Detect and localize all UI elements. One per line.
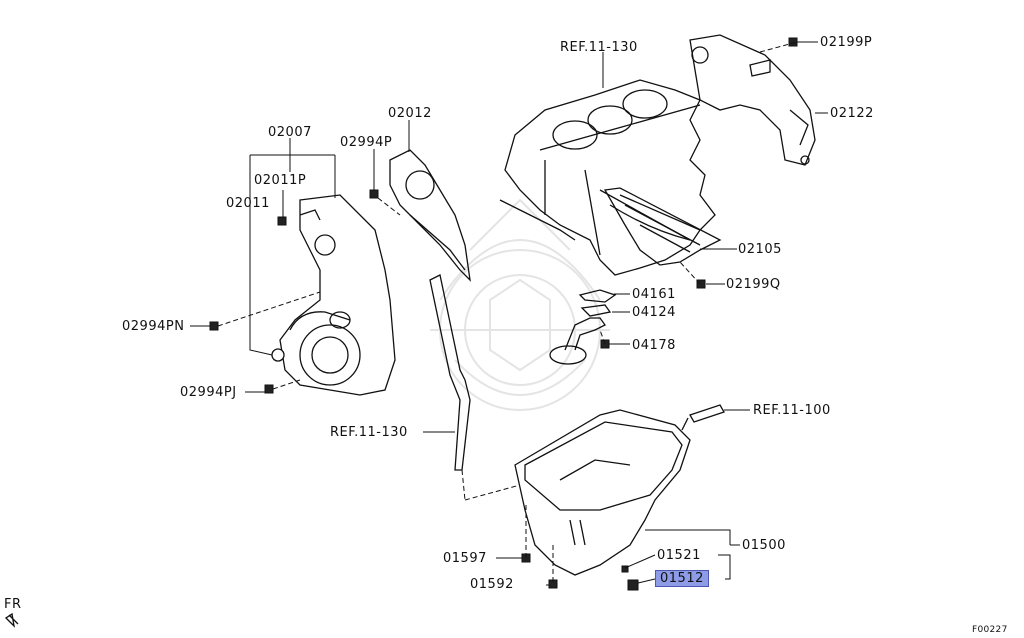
part-04178-label[interactable]: 04178 [632, 338, 676, 353]
part-02122-label[interactable]: 02122 [830, 106, 874, 121]
engine-block [499, 79, 716, 276]
part-02994PJ-label[interactable]: 02994PJ [180, 385, 237, 400]
part-01597-label[interactable]: 01597 [443, 551, 487, 566]
part-02105-label[interactable]: 02105 [738, 242, 782, 257]
part-02012-label[interactable]: 02012 [388, 106, 432, 121]
part-01500-label[interactable]: 01500 [742, 538, 786, 553]
figure-code: F00227 [972, 625, 1008, 635]
part-01521-label[interactable]: 01521 [657, 548, 701, 563]
bolts [209, 37, 798, 591]
oil-strainer [549, 289, 617, 365]
part-02011-label[interactable]: 02011 [226, 196, 270, 211]
part-02199Q-label[interactable]: 02199Q [726, 277, 781, 292]
part-04161-label[interactable]: 04161 [632, 287, 676, 302]
part-02994PN-label[interactable]: 02994PN [122, 319, 185, 334]
ref-block-label[interactable]: REF.11-130 [560, 40, 638, 55]
watermark-emblem [430, 198, 610, 411]
ref-dipstick-label[interactable]: REF.11-130 [330, 425, 408, 440]
assembly-lines [217, 41, 798, 582]
timing-cover-upper [279, 194, 396, 396]
front-arrow-icon [4, 612, 19, 628]
part-04124-label[interactable]: 04124 [632, 305, 676, 320]
part-02199P-label[interactable]: 02199P [820, 35, 873, 50]
dipstick-tube [429, 274, 471, 501]
front-indicator-label: FR [4, 597, 22, 612]
part-02007-label[interactable]: 02007 [268, 125, 312, 140]
oil-level-gauge [681, 404, 725, 431]
oil-pan [514, 409, 691, 576]
rear-plate [689, 34, 816, 166]
part-01512-label-highlighted[interactable]: 01512 [655, 570, 709, 587]
leader-lines [190, 41, 828, 586]
baffle-plate [603, 187, 722, 266]
part-01592-label[interactable]: 01592 [470, 577, 514, 592]
timing-cover-rear [389, 149, 471, 282]
part-02994P-label[interactable]: 02994P [340, 135, 393, 150]
part-02011P-label[interactable]: 02011P [254, 173, 307, 188]
ref-11-100-label[interactable]: REF.11-100 [753, 403, 831, 418]
